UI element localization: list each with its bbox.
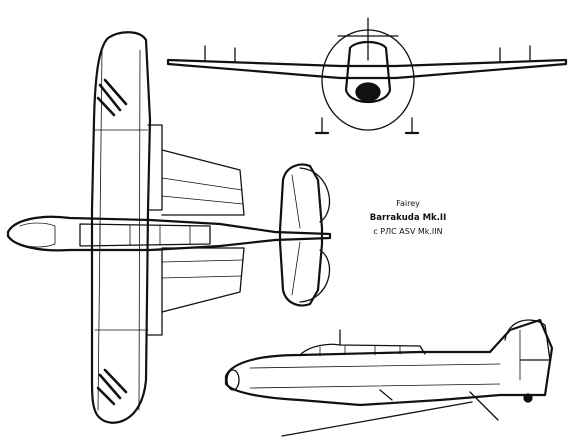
- front-wing: [166, 58, 568, 80]
- side-fuselage: [224, 318, 554, 407]
- caption: Fairey Barrakuda Mk.II с РЛС ASV Mk.IIN: [363, 197, 453, 239]
- plan-roundel-lower: [96, 368, 128, 406]
- side-view: [224, 318, 554, 437]
- caption-model: Barrakuda Mk.II: [369, 213, 447, 223]
- side-ground-line: [281, 401, 473, 437]
- plan-flaps-upper: [147, 124, 163, 211]
- side-fin: [504, 319, 551, 361]
- front-view: [166, 17, 568, 135]
- caption-radar: с РЛС ASV Mk.IIN: [373, 227, 443, 236]
- plan-fuselage: [6, 215, 332, 252]
- plan-roundel-upper: [96, 78, 128, 117]
- plan-flaps-lower: [147, 249, 163, 336]
- plan-wing-outline: [90, 31, 152, 424]
- front-radiator: [355, 82, 381, 102]
- caption-maker: Fairey: [396, 199, 420, 208]
- plan-view: [6, 31, 332, 424]
- plan-tailplane: [278, 163, 324, 307]
